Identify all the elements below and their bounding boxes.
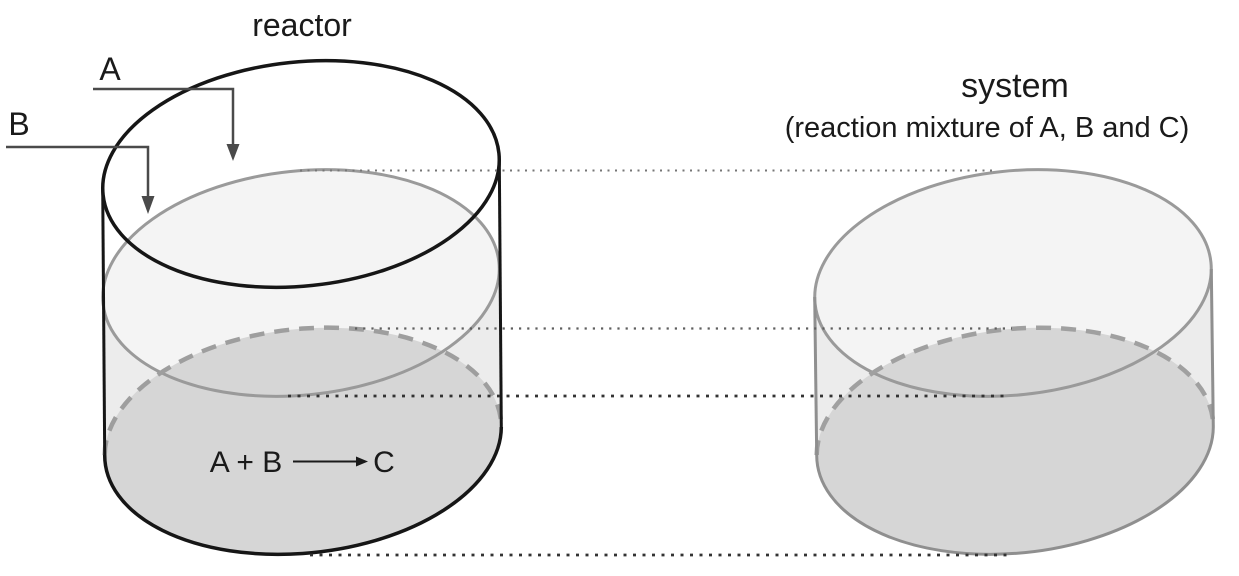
system-subtitle: (reaction mixture of A, B and C): [785, 112, 1190, 144]
feed-a-line: [93, 87, 235, 148]
reaction-lhs: A + B: [210, 446, 283, 479]
feed-a-group: A: [93, 51, 240, 161]
reactor-bottom-back-edge: [102, 325, 504, 456]
system-bottom-back-edge: [814, 325, 1216, 456]
system-liquid-bottom: [816, 327, 1214, 555]
reactor-title: reactor: [252, 7, 352, 43]
reaction-arrowhead-icon: [356, 456, 368, 467]
level-connectors: [288, 169, 1012, 557]
system-title: system: [961, 67, 1069, 105]
feed-b-group: B: [6, 106, 155, 214]
system-wall-left: [813, 296, 819, 456]
feed-a-arrowhead-icon: [226, 144, 240, 161]
system-wall-right: [1209, 268, 1215, 428]
reaction-rhs: C: [373, 446, 395, 479]
system-bottom-front-edge: [815, 426, 1215, 556]
feed-b-line: [6, 145, 150, 200]
reactor-bottom-front-edge: [102, 426, 504, 557]
reactor-liquid-bottom: [104, 327, 502, 555]
reactor-wall-left: [101, 187, 107, 456]
reaction-equation: A + B C: [210, 446, 395, 479]
feed-b-label: B: [8, 106, 29, 142]
reactor-wall-right: [497, 159, 503, 428]
reactor-group: reactor A B A + B C: [6, 7, 504, 557]
reactor-rim: [100, 58, 502, 290]
system-group: system (reaction mixture of A, B and C): [785, 67, 1216, 556]
feed-b-arrowhead-icon: [141, 196, 155, 214]
feed-a-label: A: [99, 51, 121, 87]
